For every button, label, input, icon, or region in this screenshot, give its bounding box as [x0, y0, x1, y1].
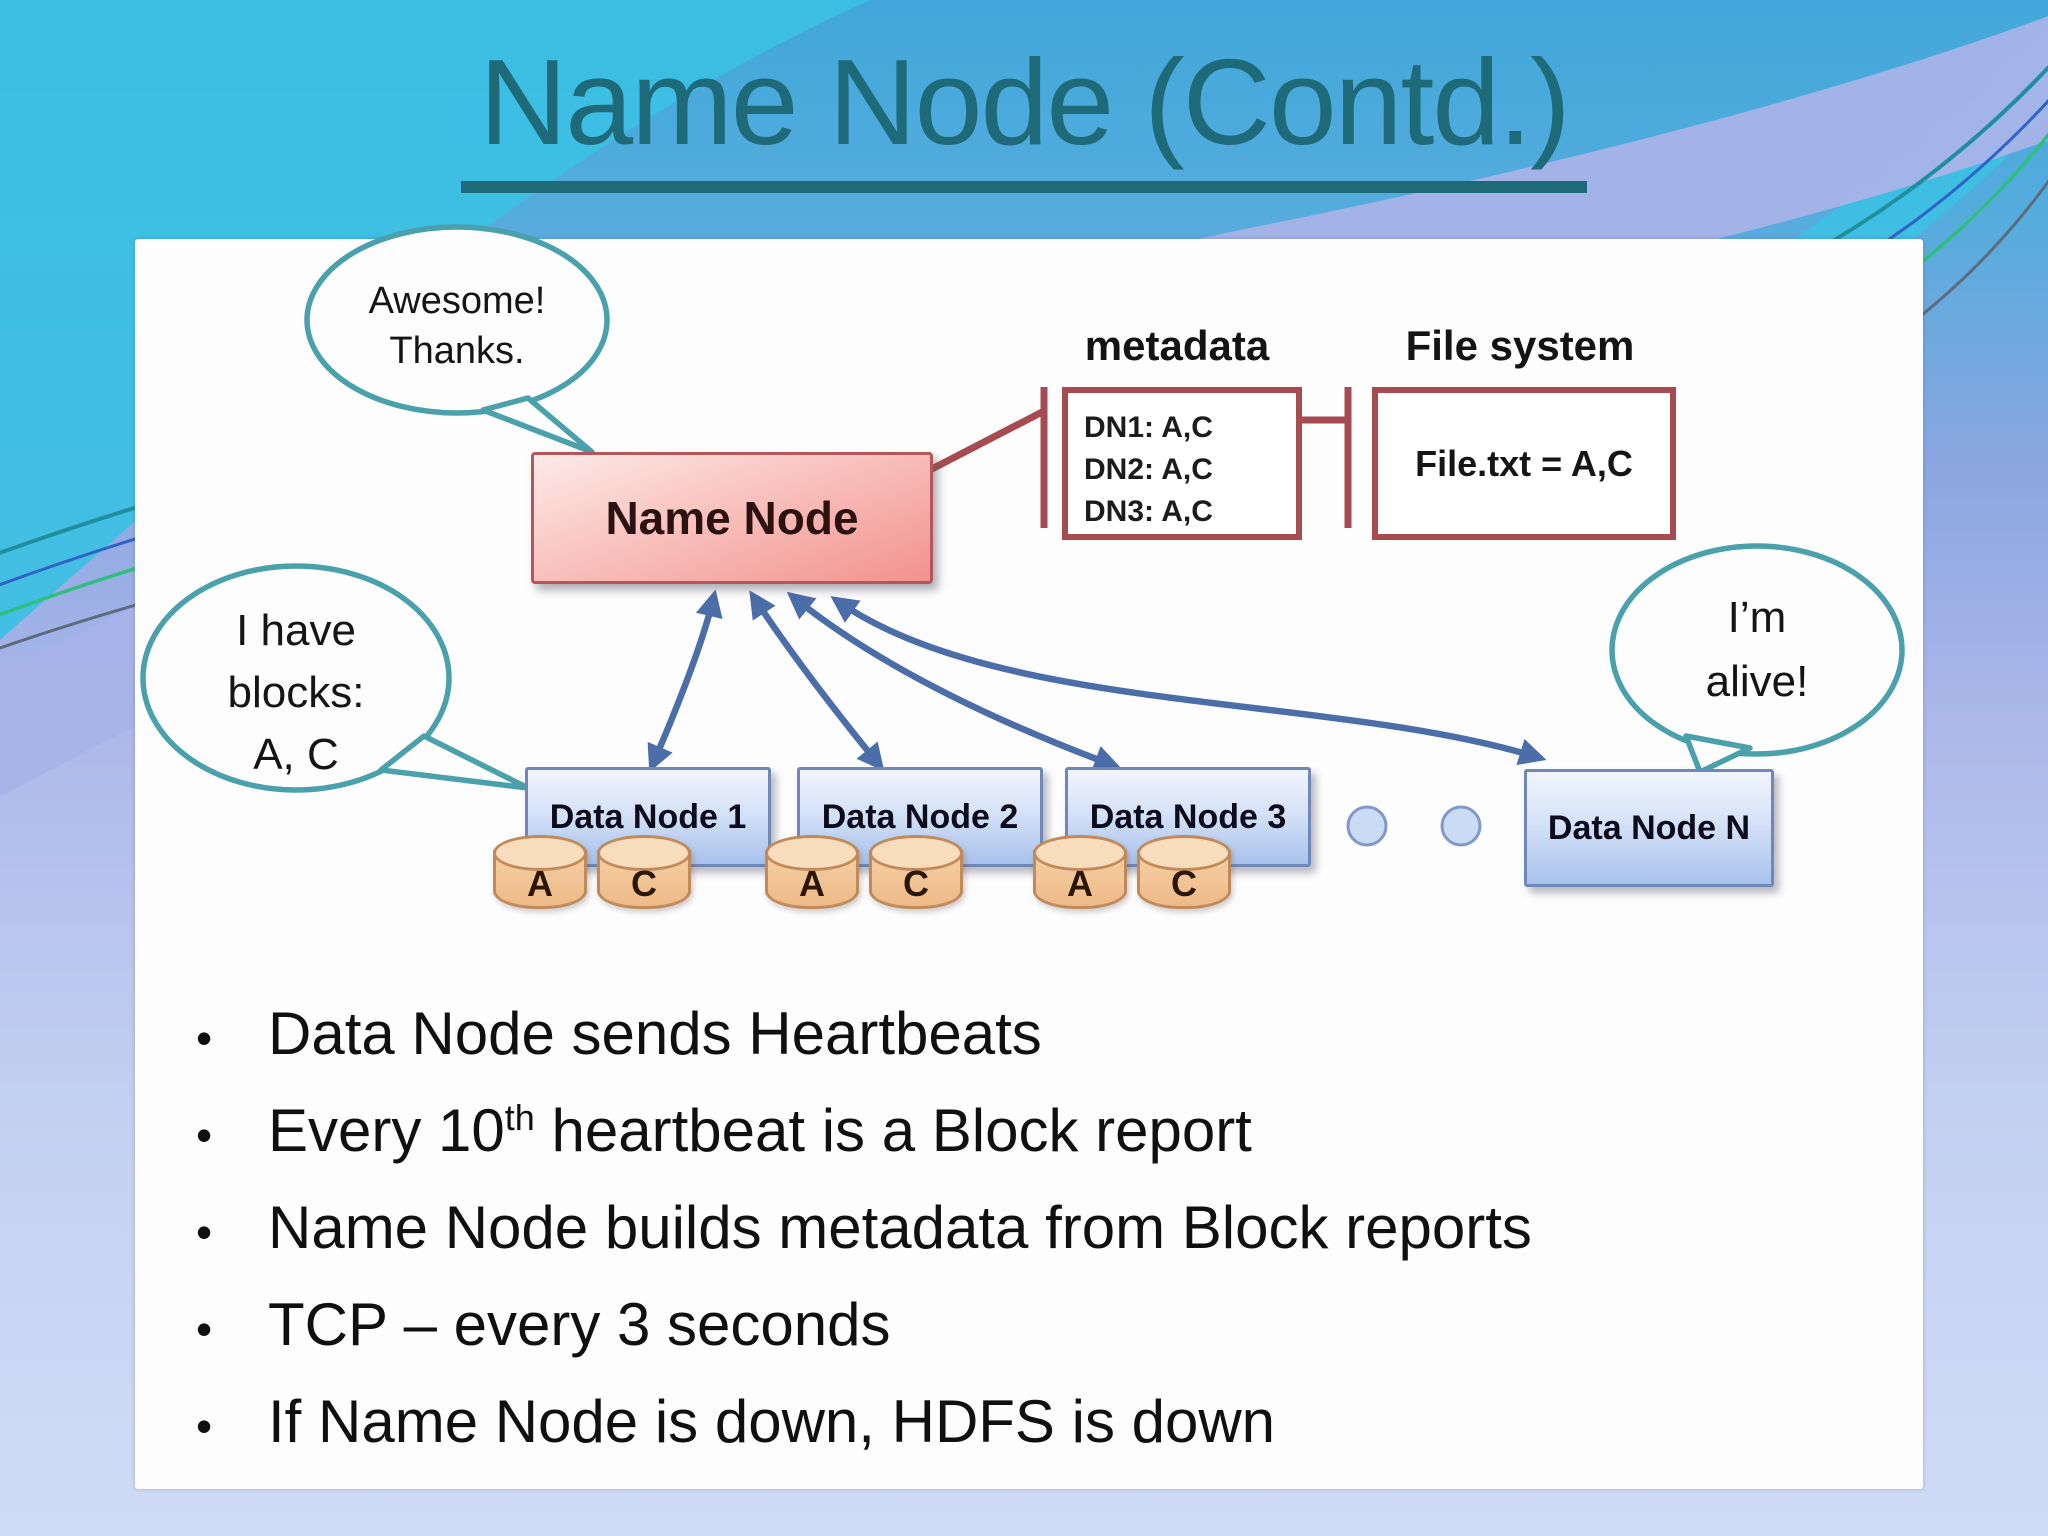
data-node-label: Data Node N	[1547, 808, 1751, 847]
bullet-marker: •	[196, 1109, 213, 1161]
bullet-marker: •	[196, 1012, 213, 1064]
bullet-item: • Name Node builds metadata from Block r…	[196, 1193, 1876, 1290]
bullet-marker: •	[196, 1206, 213, 1258]
bubble-line: I have	[236, 606, 356, 655]
file-system-box: File.txt = A,C	[1372, 387, 1676, 540]
metadata-entry: DN2: A,C	[1084, 453, 1213, 486]
bubble-line: I’m	[1727, 593, 1787, 642]
block-label: A	[1067, 863, 1093, 904]
data-node-label: Data Node 2	[821, 797, 1019, 836]
bullet-list: • Data Node sends Heartbeats • Every 10t…	[196, 999, 1876, 1484]
cylinder-top	[1137, 835, 1231, 871]
bubble-blocks-text: I have blocks: A, C	[146, 600, 446, 786]
block-cylinder-dn1-a: A	[493, 835, 587, 911]
metadata-entry: DN1: A,C	[1084, 411, 1213, 444]
bubble-line: A, C	[253, 730, 339, 779]
bullet-item: • Data Node sends Heartbeats	[196, 999, 1876, 1096]
cylinder-top	[869, 835, 963, 871]
data-node-label: Data Node 3	[1089, 797, 1287, 836]
bullet-item: • If Name Node is down, HDFS is down	[196, 1387, 1876, 1484]
block-label: C	[903, 863, 929, 904]
data-node-n-box: Data Node N	[1524, 769, 1774, 887]
metadata-entries: DN1: A,C DN2: A,C DN3: A,C	[1068, 393, 1296, 533]
bullet-text: Data Node sends Heartbeats	[268, 1000, 1042, 1067]
block-cylinder-dn1-c: C	[597, 835, 691, 911]
bullet-marker: •	[196, 1303, 213, 1355]
cylinder-top	[597, 835, 691, 871]
bullet-text: If Name Node is down, HDFS is down	[268, 1388, 1276, 1455]
name-node-box: Name Node	[531, 452, 933, 584]
block-label: A	[527, 863, 553, 904]
bullet-item: • Every 10th heartbeat is a Block report	[196, 1096, 1876, 1193]
block-cylinder-dn3-a: A	[1033, 835, 1127, 911]
data-node-label: Data Node 1	[549, 797, 747, 836]
bubble-line: Awesome!	[368, 280, 546, 322]
cylinder-top	[1033, 835, 1127, 871]
name-node-label: Name Node	[605, 492, 859, 544]
block-cylinder-dn3-c: C	[1137, 835, 1231, 911]
bubble-line: blocks:	[227, 668, 365, 717]
block-label: A	[799, 863, 825, 904]
block-cylinder-dn2-a: A	[765, 835, 859, 911]
bullet-text: Name Node builds metadata from Block rep…	[268, 1194, 1532, 1261]
block-label: C	[631, 863, 657, 904]
bullet-text: Every 10th heartbeat is a Block report	[268, 1097, 1252, 1164]
title-wrap: Name Node (Contd.)	[0, 34, 2048, 193]
bullet-marker: •	[196, 1400, 213, 1452]
periwinkle-swoosh	[0, 0, 2048, 830]
metadata-box: DN1: A,C DN2: A,C DN3: A,C	[1062, 387, 1302, 540]
bullet-item: • TCP – every 3 seconds	[196, 1290, 1876, 1387]
data-node-1-box: Data Node 1	[525, 767, 771, 867]
cylinder-top	[493, 835, 587, 871]
bubble-alive-text: I’m alive!	[1627, 586, 1887, 714]
page-title: Name Node (Contd.)	[461, 34, 1587, 193]
file-system-label: File system	[1405, 322, 1635, 369]
data-node-2-box: Data Node 2	[797, 767, 1043, 867]
metadata-label: metadata	[1084, 322, 1270, 369]
bubble-line: Thanks.	[389, 330, 525, 372]
bubble-line: alive!	[1705, 657, 1809, 706]
cylinder-top	[765, 835, 859, 871]
block-cylinder-dn2-c: C	[869, 835, 963, 911]
metadata-entry: DN3: A,C	[1084, 495, 1213, 528]
cyan-wave-top-left	[0, 0, 870, 640]
bubble-awesome-text: Awesome! Thanks.	[307, 276, 607, 376]
bullet-text: TCP – every 3 seconds	[268, 1291, 891, 1358]
block-label: C	[1171, 863, 1197, 904]
file-system-value: File.txt = A,C	[1415, 442, 1633, 484]
